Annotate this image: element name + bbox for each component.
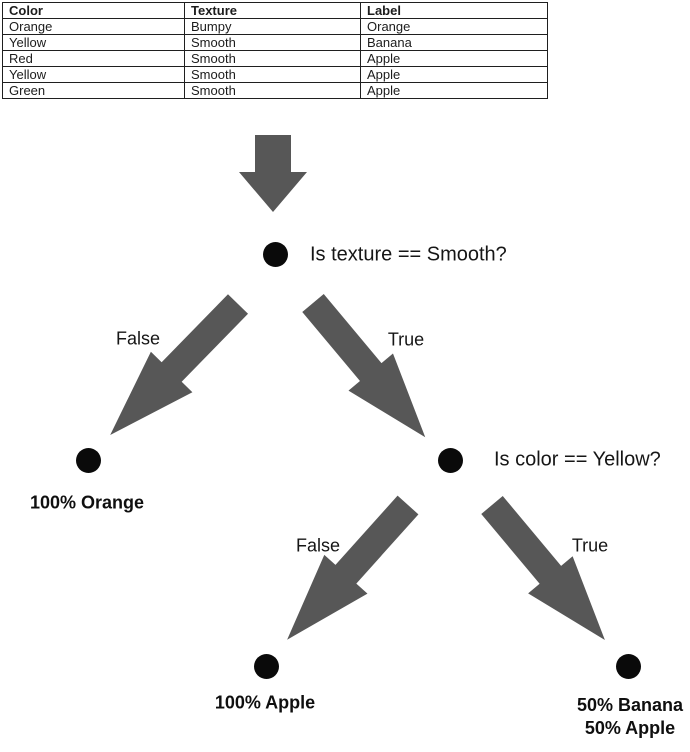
table-row: Orange Bumpy Orange	[2, 18, 548, 35]
leaf-banana-apple-line2: 50% Apple	[584, 718, 676, 738]
arrow-branch-true-icon	[481, 496, 605, 641]
branch-true-label-root: True	[387, 329, 425, 350]
root-question-label: Is texture == Smooth?	[310, 243, 507, 266]
branch-true-label-second: True	[571, 535, 609, 556]
table-cell: Apple	[360, 82, 548, 99]
table-cell: Yellow	[2, 66, 185, 83]
arrow-branch-true-icon	[302, 294, 426, 438]
training-data-table: Color Texture Label Orange Bumpy Orange …	[2, 2, 548, 99]
table-row: Red Smooth Apple	[2, 50, 548, 67]
arrow-branch-false-icon	[287, 495, 419, 640]
leaf-apple-label: 100% Apple	[214, 692, 316, 713]
arrow-down-icon	[239, 135, 307, 212]
second-node-dot	[438, 448, 463, 473]
bottom-right-leaf-dot	[616, 654, 641, 679]
table-cell: Bumpy	[184, 18, 361, 35]
left-leaf-dot	[76, 448, 101, 473]
arrow-branch-false-icon	[110, 294, 249, 435]
leaf-banana-apple-line1: 50% Banana	[576, 695, 684, 715]
second-question-label: Is color == Yellow?	[494, 448, 661, 471]
table-cell: Smooth	[184, 66, 361, 83]
table-cell: Green	[2, 82, 185, 99]
table-row: Green Smooth Apple	[2, 82, 548, 99]
branch-false-label-root: False	[115, 328, 161, 349]
root-node-dot	[263, 242, 288, 267]
branch-false-label-second: False	[295, 535, 341, 556]
table-row: Yellow Smooth Apple	[2, 66, 548, 83]
leaf-banana-apple-label: 50% Banana 50% Apple	[577, 694, 683, 740]
bottom-left-leaf-dot	[254, 654, 279, 679]
table-cell: Smooth	[184, 82, 361, 99]
table-cell: Banana	[360, 34, 548, 51]
leaf-orange-label: 100% Orange	[29, 492, 145, 513]
